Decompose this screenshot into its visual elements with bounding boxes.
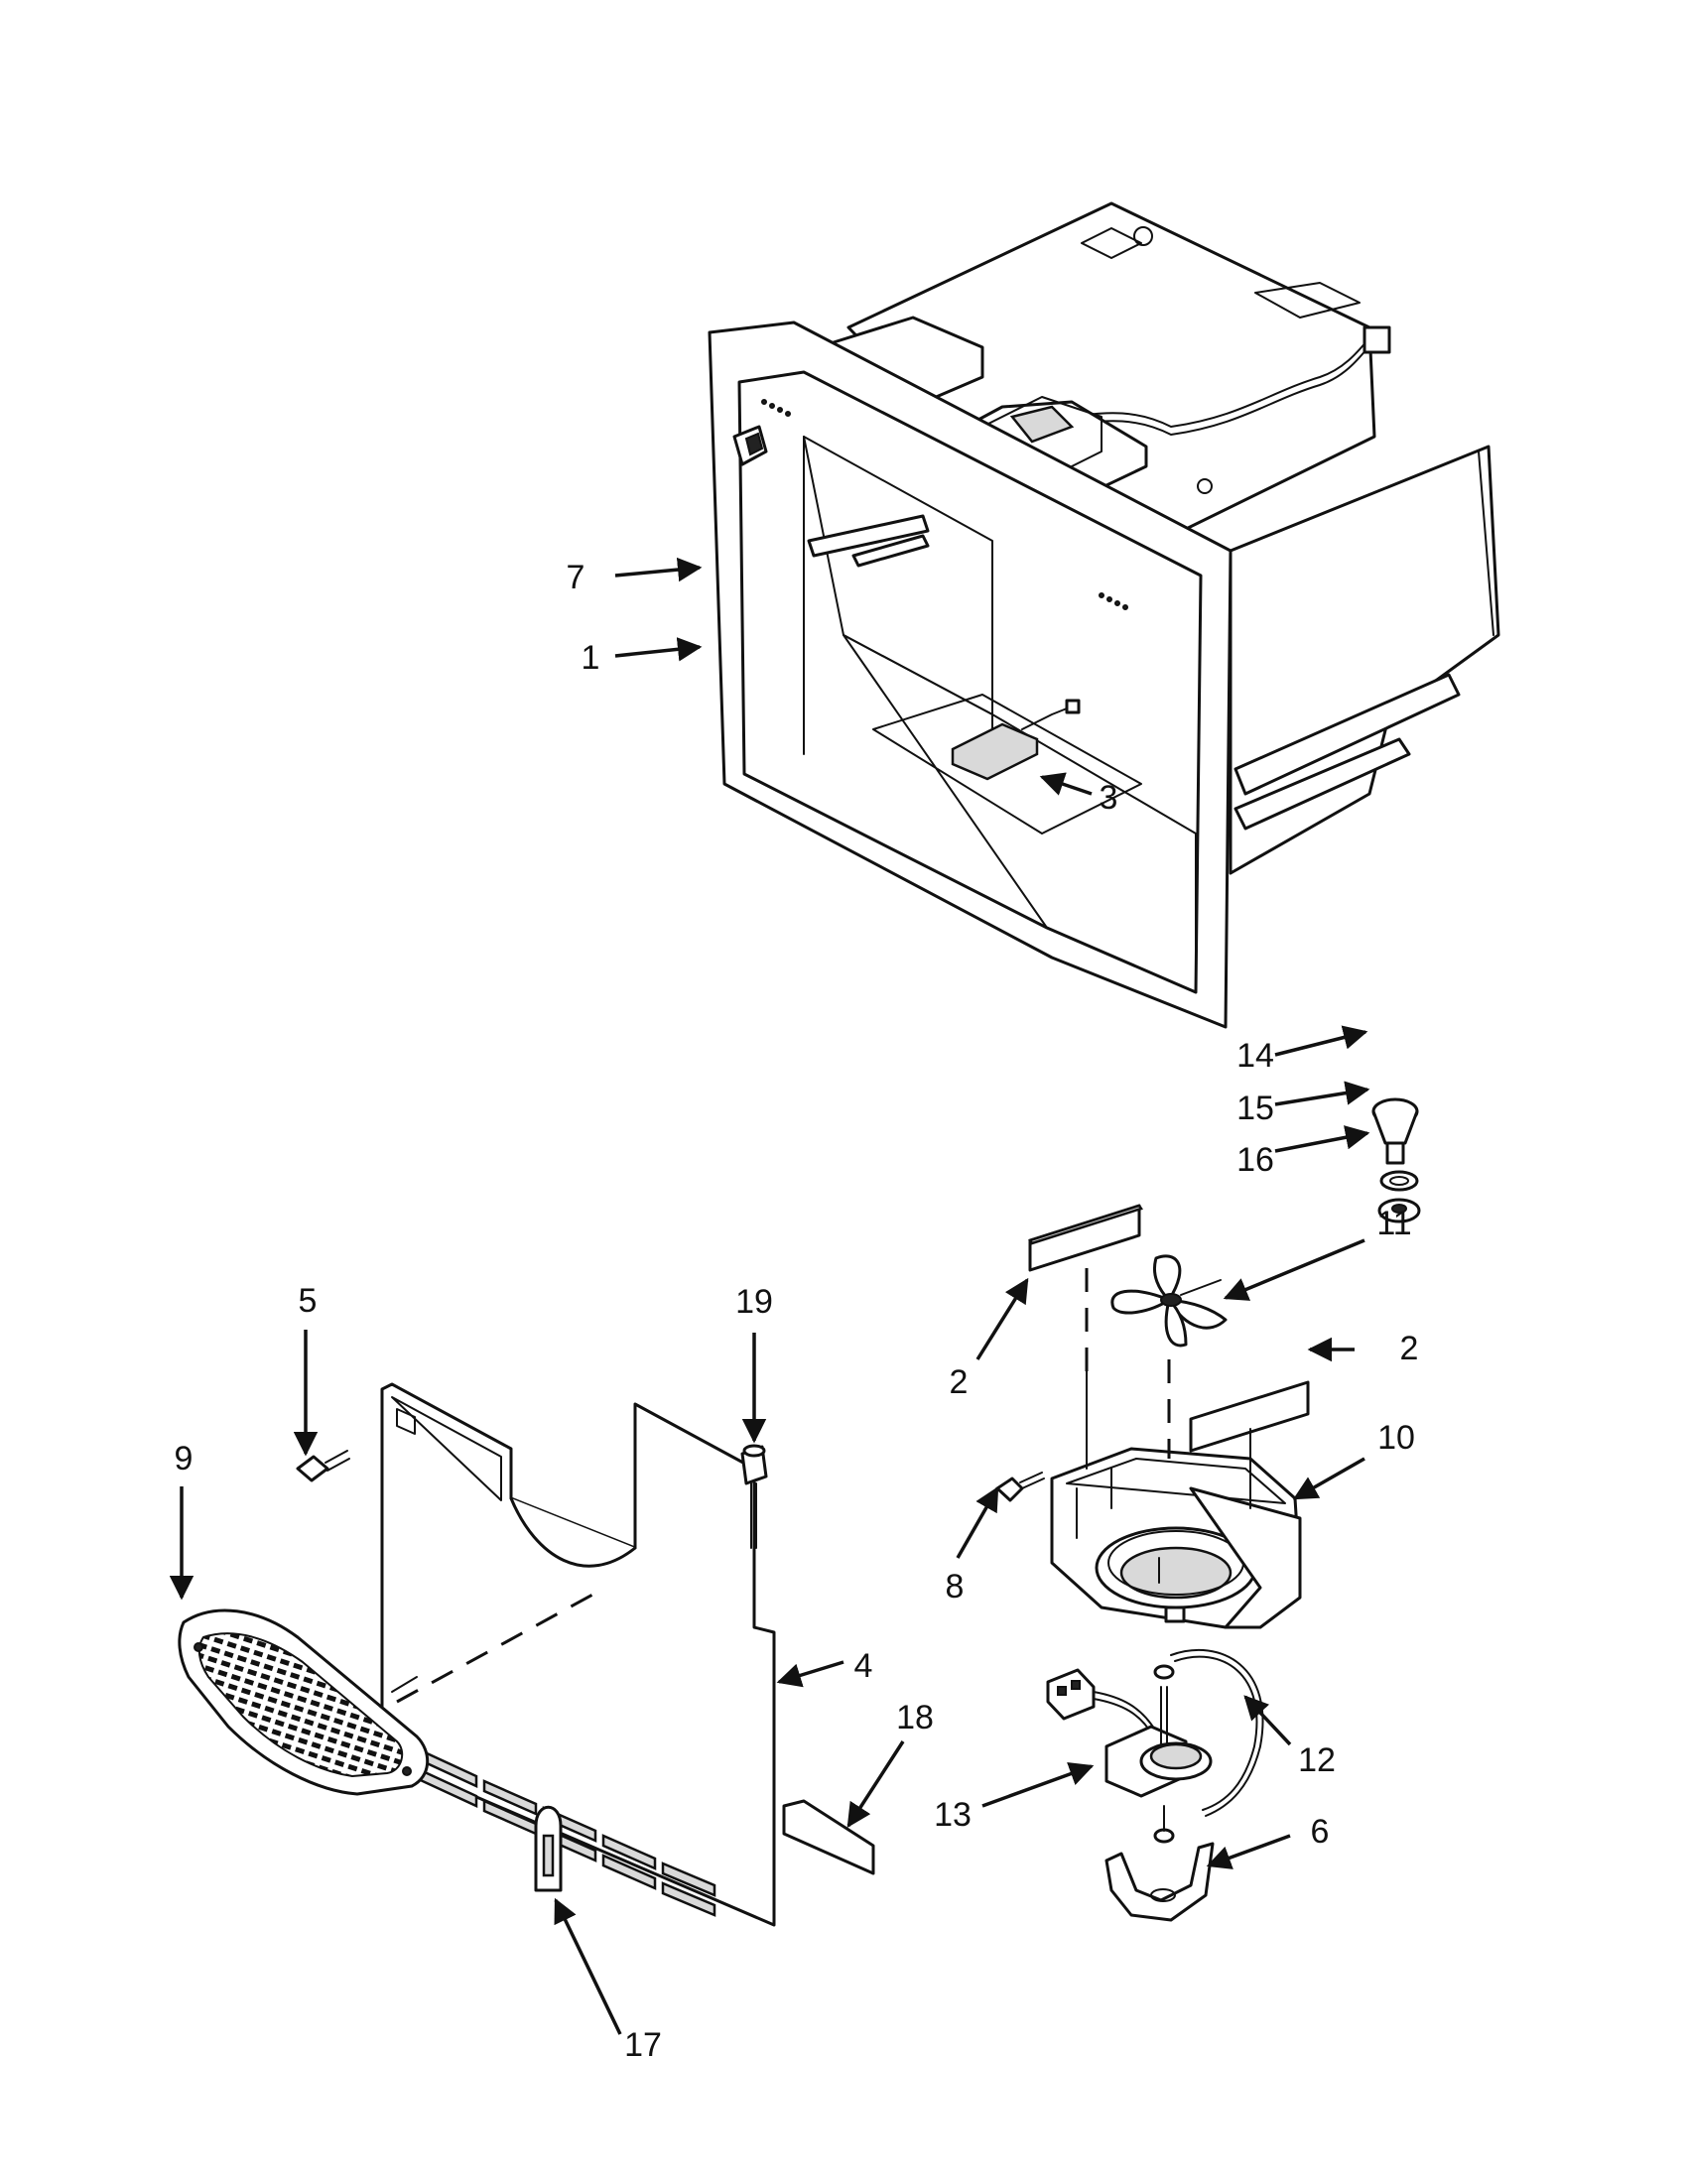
- freezer-liner: [708, 201, 1500, 1029]
- floor-sensor: [951, 555, 1081, 781]
- callout-19: 19: [735, 1283, 773, 1321]
- grommet-14: [1371, 1097, 1419, 1165]
- light-socket: [740, 1444, 768, 1549]
- callout-13: 13: [934, 1796, 972, 1834]
- callout-16: 16: [1236, 1141, 1274, 1179]
- motor-bracket: [1104, 1842, 1215, 1922]
- callout-9: 9: [175, 1440, 194, 1477]
- screw-5: [296, 1450, 350, 1482]
- bushing-16: [1377, 1198, 1421, 1223]
- foam-pad-lower: [1189, 1380, 1310, 1453]
- callout-18: 18: [896, 1699, 934, 1736]
- fan-shroud: [1050, 1368, 1302, 1629]
- callout-4: 4: [854, 1647, 873, 1685]
- gasket-strip: [782, 1799, 875, 1875]
- callout-3: 3: [1100, 779, 1118, 817]
- callout-5: 5: [299, 1282, 318, 1320]
- callout-17: 17: [624, 2026, 662, 2064]
- callout-12: 12: [1298, 1741, 1336, 1779]
- callout-14: 14: [1236, 1037, 1274, 1075]
- callout-labels: 7 1 3 14 15 16 11 2 2 10 8 12 13 6 5 19 …: [175, 559, 1419, 2064]
- fan-motor: [1104, 1664, 1213, 1844]
- foam-pad-upper: [1028, 1204, 1143, 1272]
- screw-8: [995, 1472, 1045, 1502]
- leader-arrows: [169, 557, 1370, 2035]
- callout-2-right: 2: [1400, 1330, 1419, 1367]
- callout-6: 6: [1311, 1813, 1330, 1851]
- callout-11: 11: [1376, 1205, 1411, 1242]
- light-lens: [534, 1805, 563, 1892]
- washer-15: [1379, 1170, 1419, 1192]
- callout-15: 15: [1236, 1090, 1274, 1127]
- door-switch: [732, 425, 768, 466]
- callout-8: 8: [946, 1568, 965, 1606]
- callout-7: 7: [567, 559, 585, 596]
- callout-2-left: 2: [950, 1363, 969, 1401]
- frame-holes: [761, 399, 1128, 610]
- callout-1: 1: [582, 639, 600, 677]
- cover-vent-slots: [410, 1744, 716, 1917]
- fan-blade: [1110, 1254, 1228, 1348]
- vent-grille: [178, 1608, 430, 1796]
- callout-10: 10: [1377, 1419, 1415, 1457]
- evaporator-cover: [380, 1382, 776, 1927]
